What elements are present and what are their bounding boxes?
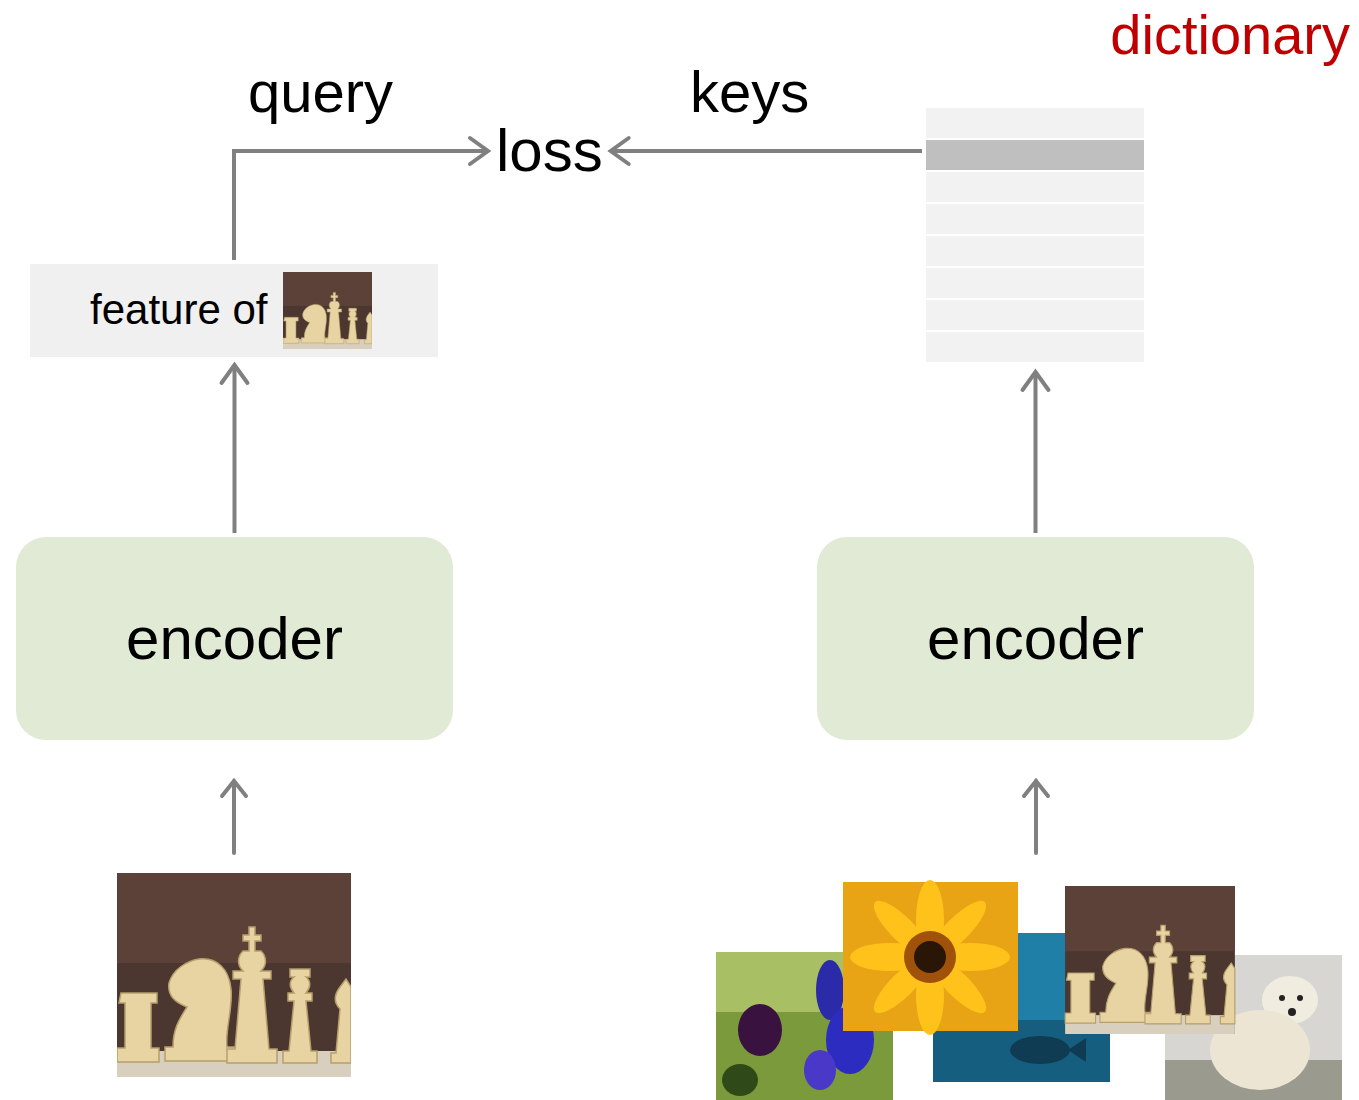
dictionary-key-highlight xyxy=(926,140,1144,170)
connector-line xyxy=(1034,372,1038,533)
encoder-label: encoder xyxy=(927,606,1144,672)
ocean-photo xyxy=(1068,1038,1086,1062)
key-images xyxy=(716,880,1342,1100)
input-arrows xyxy=(222,781,246,796)
feature-box: feature of xyxy=(30,264,438,357)
query-thumbnail xyxy=(283,272,372,349)
loss-text: loss xyxy=(496,118,603,184)
flower-photo xyxy=(722,1064,758,1096)
connector-arrow xyxy=(1023,372,1049,533)
flower-photo xyxy=(804,1050,836,1090)
input-arrows xyxy=(1024,781,1048,796)
dictionary-key-row xyxy=(926,204,1144,234)
bear-photo xyxy=(1279,995,1285,1001)
dictionary-key-row xyxy=(926,268,1144,298)
dictionary-table: dictionary xyxy=(926,108,1144,364)
bear-photo xyxy=(1297,995,1303,1001)
dictionary-key-row xyxy=(926,300,1144,330)
connector-label: keys xyxy=(690,60,809,124)
dictionary-key-row xyxy=(926,332,1144,362)
query-image xyxy=(117,873,351,1077)
sunflower-photo xyxy=(850,880,1010,1035)
dictionary-key-row xyxy=(926,172,1144,202)
connector-line xyxy=(234,151,488,260)
input-arrows xyxy=(1034,781,1038,853)
sunflower-photo xyxy=(843,880,1018,1035)
dictionary-key-row xyxy=(926,236,1144,266)
dictionary-key-row xyxy=(926,108,1144,138)
query-thumbnail xyxy=(283,272,372,349)
arrowhead xyxy=(470,138,488,164)
encoder-box: encoder xyxy=(817,537,1254,740)
sunflower-photo xyxy=(904,931,956,983)
connector-arrow xyxy=(611,138,922,164)
dictionary-heading: dictionary xyxy=(1110,4,1350,66)
input-arrows xyxy=(232,781,236,853)
node-label: feature of xyxy=(90,287,267,333)
ocean-photo xyxy=(1010,1036,1070,1064)
connector-line xyxy=(611,149,922,153)
arrowhead xyxy=(611,138,629,164)
input-arrows xyxy=(222,781,1048,853)
connector-arrow xyxy=(234,138,488,260)
query-image xyxy=(117,873,351,1077)
sunflower-photo xyxy=(914,941,946,973)
chess-photo xyxy=(1065,886,1235,1034)
node-label: loss xyxy=(496,118,603,184)
connector-arrow xyxy=(222,365,248,533)
connector-label: query xyxy=(248,60,393,124)
arrowhead xyxy=(222,365,248,383)
flower-photo xyxy=(738,1004,782,1056)
encoder-box: encoder xyxy=(16,537,453,740)
arrowhead xyxy=(1023,372,1049,390)
encoder-label: encoder xyxy=(126,606,343,672)
chess-photo xyxy=(1065,886,1235,1034)
bear-photo xyxy=(1288,1008,1296,1016)
connector-line xyxy=(233,365,237,533)
